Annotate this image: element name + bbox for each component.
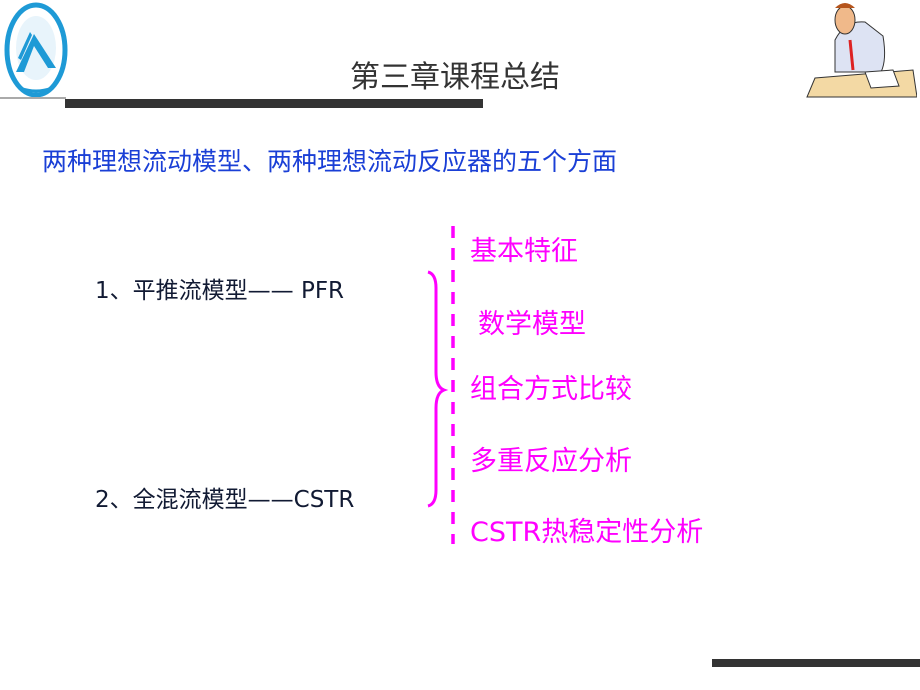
header-bar (65, 99, 483, 108)
slide-subtitle: 两种理想流动模型、两种理想流动反应器的五个方面 (42, 147, 618, 176)
footer-bar (712, 659, 920, 667)
model-cstr: 2、全混流模型——CSTR (95, 487, 355, 513)
aspect-item: 多重反应分析 (470, 446, 632, 477)
aspect-item: 数学模型 (478, 309, 586, 340)
curly-brace (427, 270, 449, 508)
aspect-item: 组合方式比较 (470, 374, 632, 405)
aspect-item: CSTR热稳定性分析 (470, 517, 704, 548)
header-thin-rule (0, 97, 66, 99)
thinking-man-clipart (806, 3, 917, 98)
model-pfr: 1、平推流模型—— PFR (95, 278, 345, 304)
slide-title: 第三章课程总结 (350, 60, 560, 95)
brace-and-divider (427, 226, 455, 544)
university-logo (4, 2, 68, 98)
aspect-item: 基本特征 (470, 236, 578, 267)
